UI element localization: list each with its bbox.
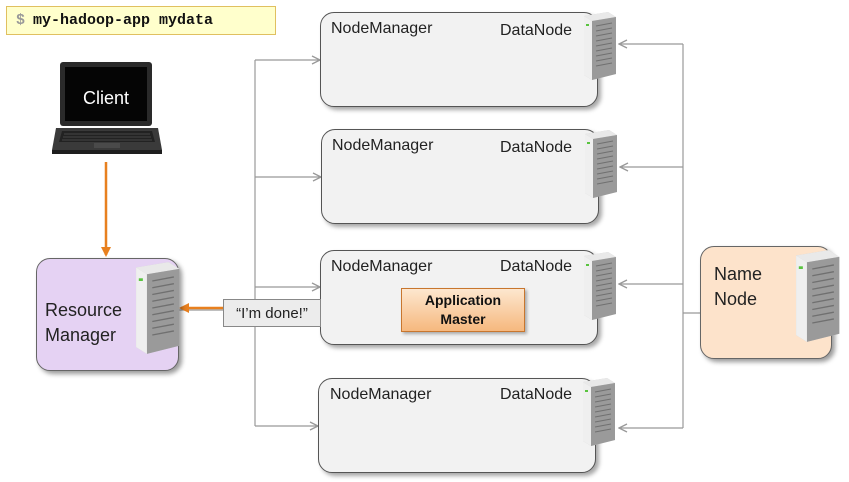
shell-prompt: $ <box>16 12 26 29</box>
server-icon <box>136 262 180 354</box>
node-manager-label: NodeManager <box>331 20 433 37</box>
node-manager-label: NodeManager <box>332 137 434 154</box>
command-text: my-hadoop-app mydata <box>33 12 214 29</box>
data-node-label: DataNode <box>500 258 573 275</box>
done-message: “I’m done!” <box>223 299 321 327</box>
server-icon <box>585 130 617 198</box>
server-icon <box>796 250 840 342</box>
command-line: $ my-hadoop-app mydata <box>6 6 276 35</box>
name-node-line1: Name <box>714 264 763 284</box>
application-master-box: Application Master <box>401 288 525 332</box>
name-node-line2: Node <box>714 289 758 309</box>
application-master-line1: Application <box>424 292 502 308</box>
server-icon <box>584 12 616 80</box>
name-node-label: Name Node <box>714 262 762 312</box>
resource-manager-line2: Manager <box>45 325 117 345</box>
worker-node-1 <box>320 12 598 107</box>
client-label: Client <box>82 88 130 108</box>
application-master-line2: Master <box>440 311 486 327</box>
worker-node-4 <box>318 378 596 473</box>
resource-manager-line1: Resource <box>45 300 123 320</box>
resource-manager-label: Resource Manager <box>45 298 122 348</box>
server-icon <box>584 252 616 320</box>
laptop-icon <box>52 62 162 154</box>
node-manager-label: NodeManager <box>331 258 433 275</box>
data-node-label: DataNode <box>500 22 573 39</box>
server-icon <box>583 378 615 446</box>
node-manager-label: NodeManager <box>330 386 432 403</box>
worker-node-2 <box>321 129 599 224</box>
data-node-label: DataNode <box>500 386 573 403</box>
data-node-label: DataNode <box>500 139 573 156</box>
